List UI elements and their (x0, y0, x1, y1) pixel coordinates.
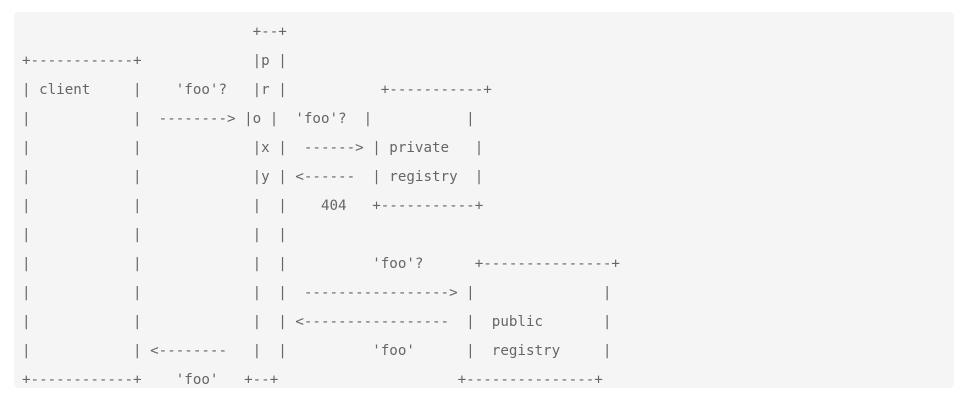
diagram-line: | | | | (22, 227, 287, 243)
code-block: +--+ +------------+ |p | | client | 'foo'?… (14, 12, 954, 388)
diagram-line: | | --------> |o | 'foo'? | | (22, 111, 475, 127)
diagram-line: | | | | 'foo'? +---------------+ (22, 256, 620, 272)
diagram-line: | | | | -----------------> | | (22, 285, 612, 301)
diagram-line: | | |x | ------> | private | (22, 140, 484, 156)
diagram-line: +------------+ |p | (22, 53, 287, 69)
diagram-line: | | <-------- | | 'foo' | registry | (22, 343, 612, 359)
diagram-line: | | | | <----------------- | public | (22, 314, 612, 330)
diagram-line: +--+ (22, 24, 287, 40)
ascii-diagram: +--+ +------------+ |p | | client | 'foo'?… (22, 18, 954, 395)
diagram-line: | client | 'foo'? |r | +-----------+ (22, 82, 492, 98)
diagram-line: +------------+ 'foo' +--+ +-------------… (22, 372, 603, 388)
diagram-line: | | | | 404 +-----------+ (22, 198, 484, 214)
diagram-line: | | |y | <------ | registry | (22, 169, 484, 185)
